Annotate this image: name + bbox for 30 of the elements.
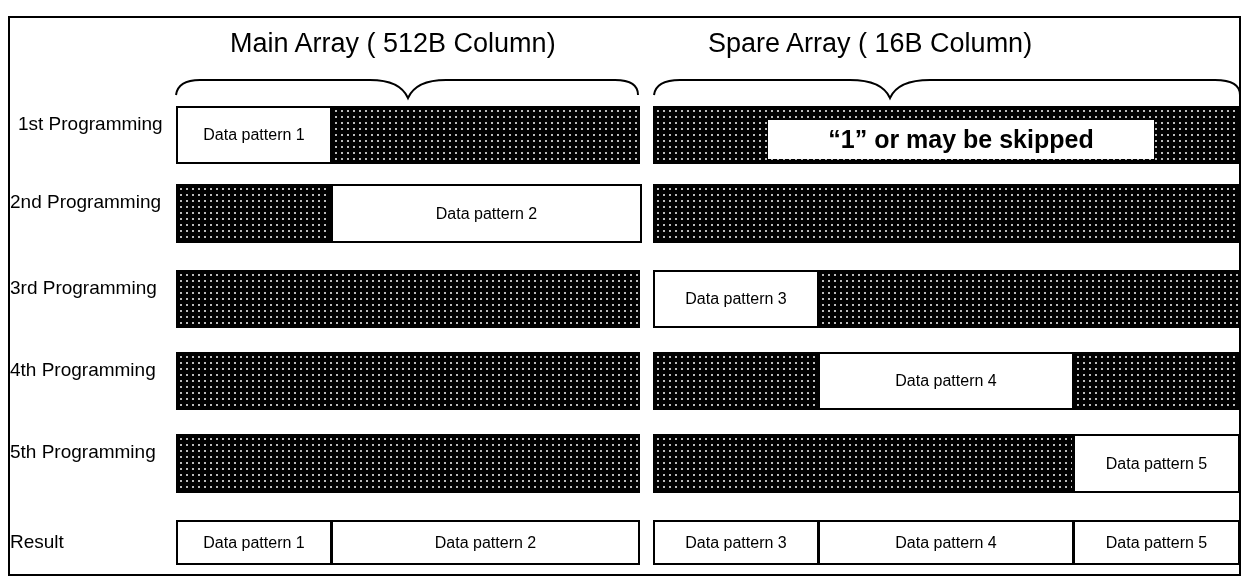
row-label: 4th Programming [10, 358, 157, 381]
dotted-bar [653, 352, 819, 410]
row-label: 1st Programming [18, 112, 164, 135]
dotted-bar [818, 270, 1240, 328]
dotted-bar [176, 270, 640, 328]
row-label: Result [10, 530, 65, 553]
dotted-bar [331, 106, 640, 164]
row-label: 2nd Programming [10, 190, 163, 213]
data-box: Data pattern 4 [818, 352, 1074, 410]
data-box: Data pattern 3 [653, 520, 819, 565]
data-box: Data pattern 1 [176, 520, 332, 565]
data-box: “1” or may be skipped [768, 120, 1154, 159]
array-heading: Spare Array ( 16B Column) [708, 28, 1033, 59]
row-label: 5th Programming [10, 440, 157, 463]
dotted-bar [1073, 352, 1240, 410]
array-heading: Main Array ( 512B Column) [230, 28, 556, 59]
data-box: Data pattern 5 [1073, 434, 1240, 493]
dotted-bar [176, 434, 640, 493]
data-box: Data pattern 1 [176, 106, 332, 164]
dotted-bar [176, 184, 332, 243]
data-box: Data pattern 2 [331, 520, 640, 565]
dotted-bar [176, 352, 640, 410]
data-box: Data pattern 5 [1073, 520, 1240, 565]
dotted-bar [653, 106, 1240, 164]
dotted-bar [653, 184, 1240, 243]
row-label: 3rd Programming [10, 276, 158, 299]
data-box: Data pattern 2 [331, 184, 642, 243]
dotted-bar [653, 434, 1074, 493]
data-box: Data pattern 3 [653, 270, 819, 328]
data-box: Data pattern 4 [818, 520, 1074, 565]
